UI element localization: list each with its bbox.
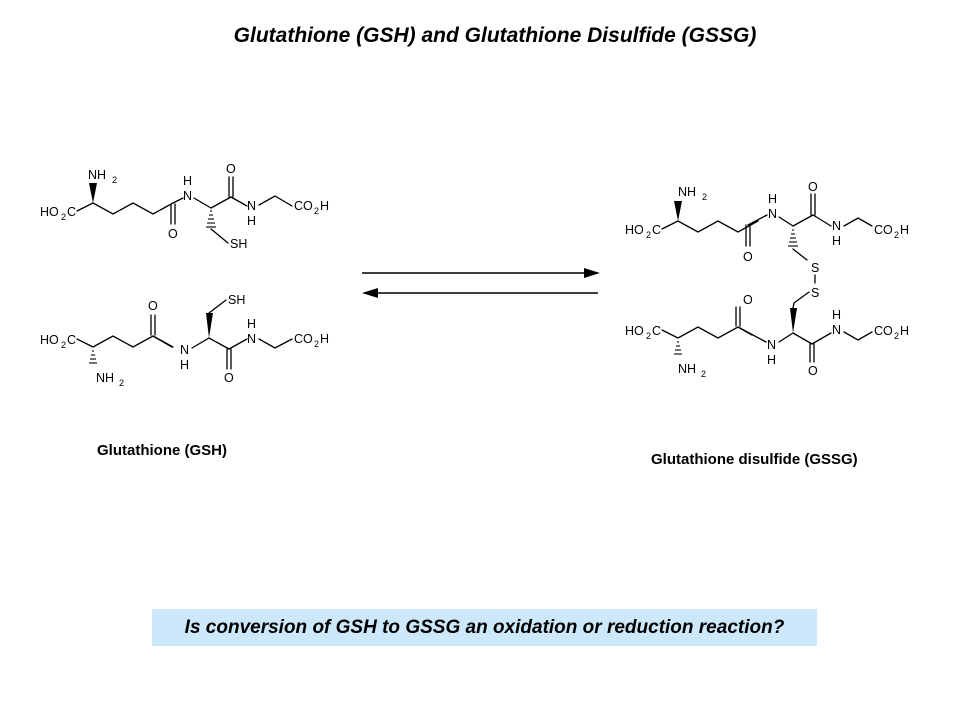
gsh-caption: Glutathione (GSH): [97, 442, 227, 459]
gsh-structure: [39, 161, 330, 252]
svg-text:2: 2: [702, 192, 707, 202]
svg-text:NH: NH: [678, 362, 696, 376]
svg-text:H: H: [767, 353, 776, 367]
svg-text:H: H: [180, 358, 189, 372]
svg-text:CO: CO: [294, 332, 313, 346]
svg-text:NH: NH: [96, 371, 114, 385]
svg-text:N: N: [832, 219, 841, 233]
svg-text:H: H: [900, 223, 909, 237]
svg-text:2: 2: [314, 339, 319, 349]
slide-title: Glutathione (GSH) and Glutathione Disulf…: [233, 24, 757, 47]
svg-text:H: H: [900, 324, 909, 338]
svg-text:N: N: [832, 323, 841, 337]
svg-text:H: H: [832, 308, 841, 322]
svg-text:2: 2: [119, 378, 124, 388]
svg-text:CO: CO: [874, 324, 893, 338]
svg-text:HO: HO: [40, 333, 59, 347]
svg-text:NH: NH: [678, 185, 696, 199]
svg-text:S: S: [811, 261, 819, 275]
svg-text:2: 2: [701, 369, 706, 379]
svg-text:SH: SH: [228, 293, 245, 307]
question-text: Is conversion of GSH to GSSG an oxidatio…: [184, 616, 785, 638]
forward-arrowhead-icon: [584, 268, 600, 278]
svg-text:O: O: [743, 293, 753, 307]
svg-text:H: H: [247, 317, 256, 331]
gssg-structure: HO 2 C NH 2 O N H O N: [625, 180, 909, 379]
svg-text:N: N: [247, 332, 256, 346]
svg-text:O: O: [808, 180, 818, 194]
svg-text:N: N: [180, 343, 189, 357]
svg-text:C: C: [652, 324, 661, 338]
svg-text:C: C: [67, 333, 76, 347]
svg-text:H: H: [320, 332, 329, 346]
svg-text:H: H: [832, 234, 841, 248]
equilibrium-arrows: [362, 268, 600, 298]
svg-text:O: O: [808, 364, 818, 378]
svg-text:CO: CO: [874, 223, 893, 237]
svg-text:S: S: [811, 286, 819, 300]
question-box: Is conversion of GSH to GSSG an oxidatio…: [152, 609, 817, 646]
gssg-caption: Glutathione disulfide (GSSG): [651, 451, 858, 468]
svg-text:O: O: [224, 371, 234, 385]
svg-text:N: N: [767, 338, 776, 352]
svg-text:C: C: [652, 223, 661, 237]
svg-text:O: O: [148, 299, 158, 313]
svg-text:2: 2: [646, 230, 651, 240]
svg-text:O: O: [743, 250, 753, 264]
svg-text:HO: HO: [625, 223, 644, 237]
svg-text:N: N: [768, 207, 777, 221]
svg-text:2: 2: [894, 230, 899, 240]
reverse-arrowhead-icon: [362, 288, 378, 298]
svg-text:2: 2: [894, 331, 899, 341]
svg-text:2: 2: [61, 340, 66, 350]
gsh-structure-lower: HO 2 C NH 2 O N H SH O N H CO 2 H: [40, 293, 329, 388]
svg-text:2: 2: [646, 331, 651, 341]
svg-text:H: H: [768, 192, 777, 206]
svg-text:HO: HO: [625, 324, 644, 338]
